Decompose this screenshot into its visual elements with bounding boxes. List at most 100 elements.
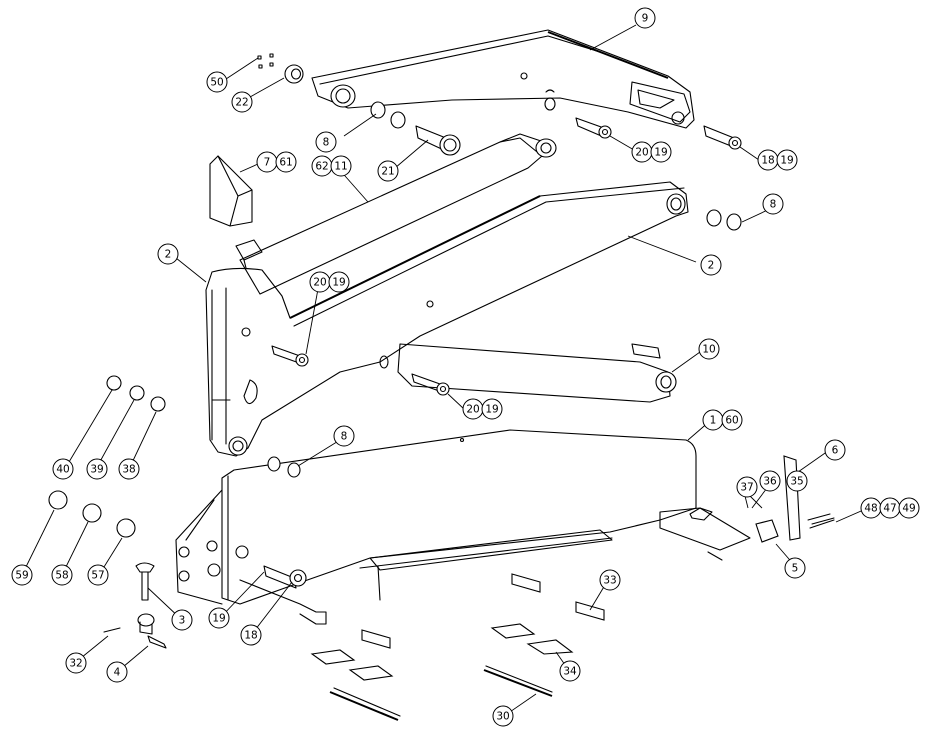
bushings-8-right bbox=[706, 209, 742, 231]
callout-50: 50 bbox=[206, 71, 228, 93]
callout-circle bbox=[762, 193, 784, 215]
callout-4: 4 bbox=[106, 661, 128, 683]
callout-label: 18 bbox=[761, 155, 774, 167]
callout-circle bbox=[492, 705, 514, 727]
callout-19: 19 bbox=[208, 607, 230, 629]
callout-circle bbox=[86, 458, 108, 480]
callout-circle bbox=[736, 476, 758, 498]
pin-18 bbox=[703, 125, 742, 150]
callout-label: 1 bbox=[710, 415, 717, 427]
callout-circle bbox=[208, 607, 230, 629]
callout-circle bbox=[106, 661, 128, 683]
callout-2: 2 bbox=[700, 254, 722, 276]
callout-label: 50 bbox=[210, 77, 223, 89]
callout-circle bbox=[118, 458, 140, 480]
callout-circle bbox=[87, 564, 109, 586]
callout-label: 2 bbox=[165, 249, 172, 261]
callout-label: 48 bbox=[864, 503, 877, 515]
callout-circle bbox=[559, 660, 581, 682]
callout-9: 9 bbox=[634, 7, 656, 29]
callout-34: 34 bbox=[559, 660, 581, 682]
callout-39: 39 bbox=[86, 458, 108, 480]
callout-label: 6 bbox=[832, 445, 839, 457]
callout-22: 22 bbox=[231, 91, 253, 113]
callout-label: 8 bbox=[770, 199, 777, 211]
callout-38: 38 bbox=[118, 458, 140, 480]
callout-33: 33 bbox=[599, 569, 621, 591]
callout-label: 40 bbox=[56, 464, 69, 476]
callout-label: 9 bbox=[642, 13, 649, 25]
callout-label: 5 bbox=[792, 563, 799, 575]
callout-circle bbox=[698, 338, 720, 360]
callout-circle bbox=[700, 254, 722, 276]
callout-circle bbox=[206, 71, 228, 93]
base-frame bbox=[175, 429, 751, 625]
cover-plate-6 bbox=[783, 455, 801, 541]
callout-circle bbox=[65, 652, 87, 674]
callout-3: 3 bbox=[171, 609, 193, 631]
retaining-rings bbox=[48, 375, 166, 538]
callout-59: 59 bbox=[11, 564, 33, 586]
callout-label: 19 bbox=[654, 147, 667, 159]
callout-label: 32 bbox=[69, 658, 82, 670]
callout-32: 32 bbox=[65, 652, 87, 674]
callout-circle bbox=[328, 271, 350, 293]
callout-label: 39 bbox=[90, 464, 103, 476]
callout-label: 3 bbox=[179, 615, 186, 627]
pin-20-top bbox=[575, 117, 612, 139]
callout-label: 8 bbox=[323, 137, 330, 149]
callout-6: 6 bbox=[824, 439, 846, 461]
fittings-48-47-49 bbox=[807, 513, 835, 529]
pin-base-18 bbox=[263, 565, 307, 589]
callout-label: 59 bbox=[15, 570, 28, 582]
callout-label: 34 bbox=[563, 666, 577, 678]
callout-5: 5 bbox=[784, 557, 806, 579]
callout-circle bbox=[330, 155, 352, 177]
pin-20-middle-left bbox=[271, 345, 309, 367]
callout-circle bbox=[776, 149, 798, 171]
callout-circle bbox=[824, 439, 846, 461]
callout-circle bbox=[377, 160, 399, 182]
callout-label: 10 bbox=[702, 344, 715, 356]
callout-10: 10 bbox=[698, 338, 720, 360]
callout-circle bbox=[315, 131, 337, 153]
callout-label: 4 bbox=[114, 667, 121, 679]
callout-circle bbox=[275, 151, 297, 173]
callout-8: 8 bbox=[762, 193, 784, 215]
callout-label: 49 bbox=[902, 503, 915, 515]
bushings-8-base bbox=[267, 456, 301, 478]
callout-8: 8 bbox=[315, 131, 337, 153]
callout-37: 37 bbox=[736, 476, 758, 498]
callout-label: 20 bbox=[466, 404, 479, 416]
callout-circle bbox=[52, 458, 74, 480]
callout-circle bbox=[333, 425, 355, 447]
callout-label: 33 bbox=[603, 575, 616, 587]
callout-2: 2 bbox=[157, 243, 179, 265]
bushings-8-top bbox=[370, 101, 406, 129]
callout-30: 30 bbox=[492, 705, 514, 727]
callout-label: 19 bbox=[332, 277, 345, 289]
callout-8: 8 bbox=[333, 425, 355, 447]
callout-circle bbox=[157, 243, 179, 265]
callout-circle bbox=[240, 624, 262, 646]
callout-58: 58 bbox=[51, 564, 73, 586]
callout-35: 35 bbox=[786, 470, 808, 492]
callout-label: 7 bbox=[264, 157, 271, 169]
callout-label: 35 bbox=[790, 476, 803, 488]
callout-circle bbox=[721, 409, 743, 431]
wear-pads-and-shims bbox=[310, 573, 605, 721]
callout-circle bbox=[599, 569, 621, 591]
callout-40: 40 bbox=[52, 458, 74, 480]
upper-link-arm bbox=[311, 29, 695, 129]
callout-circle bbox=[171, 609, 193, 631]
callout-circle bbox=[784, 557, 806, 579]
callout-label: 30 bbox=[496, 711, 509, 723]
callout-label: 8 bbox=[341, 431, 348, 443]
callout-label: 19 bbox=[212, 613, 225, 625]
washer-22 bbox=[284, 64, 304, 84]
